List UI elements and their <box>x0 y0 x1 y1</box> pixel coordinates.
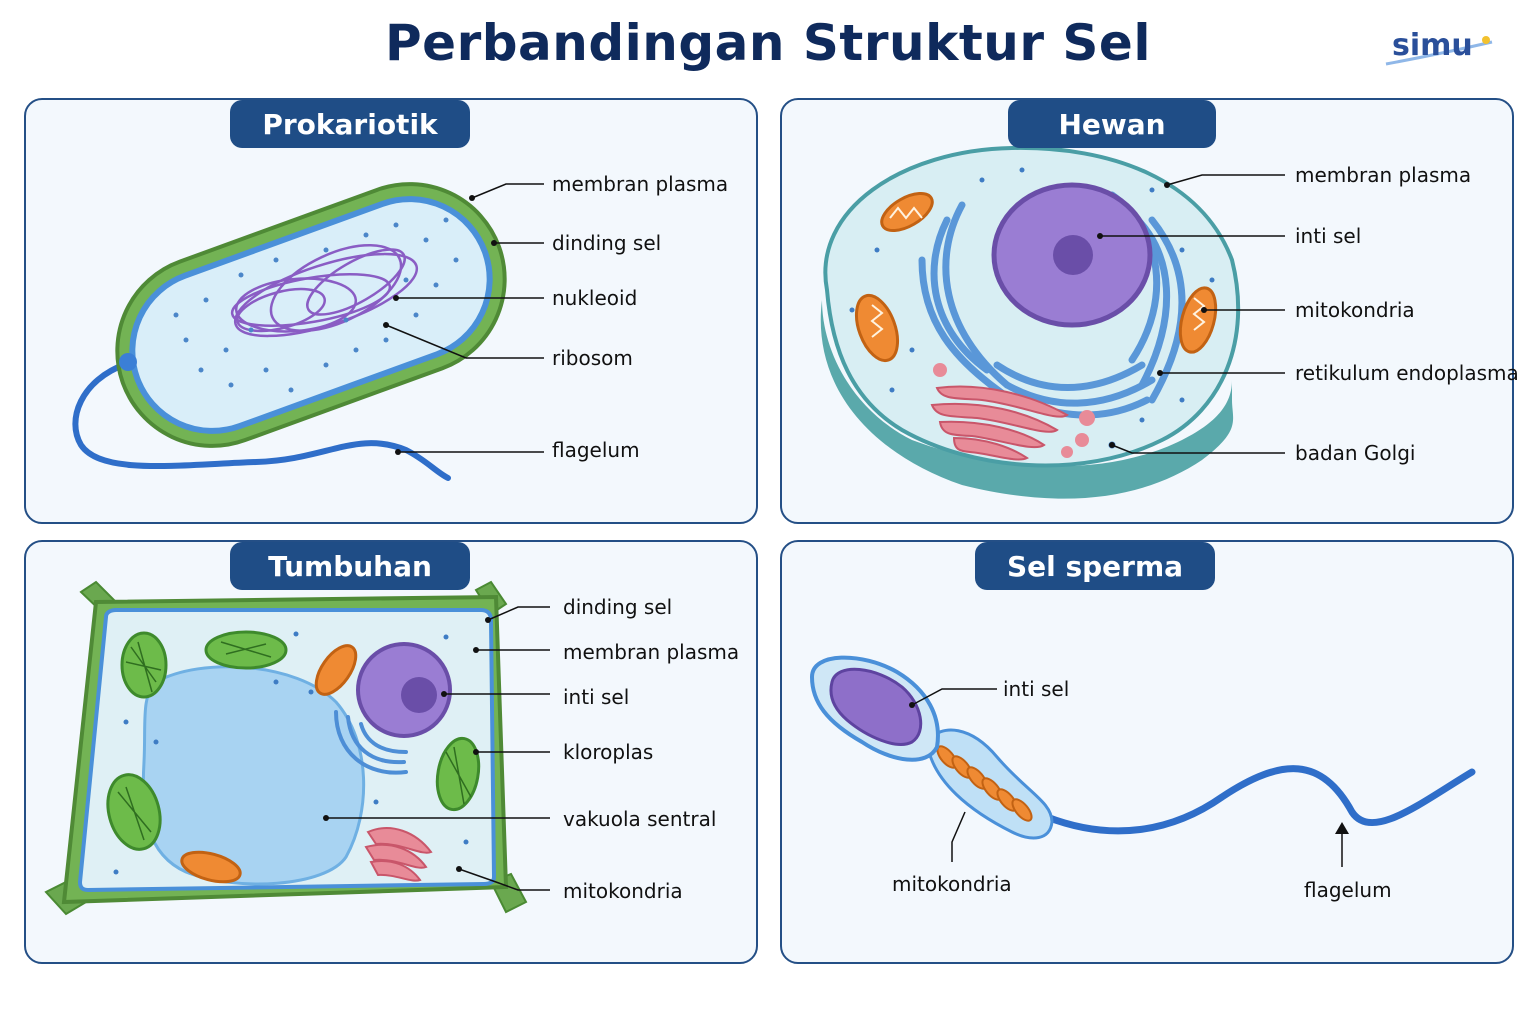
nucleoid-shape <box>230 244 419 338</box>
label-flagelum: flagelum <box>1304 878 1392 902</box>
tab-hewan: Hewan <box>1008 100 1216 148</box>
nucleus-shape <box>829 667 923 746</box>
tab-prokariotik: Prokariotik <box>230 100 470 148</box>
label-membran-plasma: membran plasma <box>1295 163 1472 187</box>
label-inti-sel: inti sel <box>1295 224 1362 248</box>
label-membran-plasma: membran plasma <box>552 172 729 196</box>
golgi-shape <box>930 385 1069 461</box>
page-title: Perbandingan Struktur Sel <box>385 14 1151 72</box>
label-inti-sel: inti sel <box>563 685 630 709</box>
prokaryote-illustration <box>72 182 544 481</box>
tab-tumbuhan: Tumbuhan <box>230 542 470 590</box>
label-vakuola-sentral: vakuola sentral <box>563 807 717 831</box>
animal-cell-illustration <box>820 145 1285 499</box>
label-mitokondria: mitokondria <box>563 879 683 903</box>
panel-tumbuhan: Tumbuhan dinding sel membran plasma inti… <box>24 540 758 964</box>
panel-prokariotik: Prokariotik membran plasma dinding sel n… <box>24 98 758 524</box>
panel-sperma: Sel sperma inti sel mitokondria flagelum <box>780 540 1514 964</box>
golgi-shape <box>364 827 433 882</box>
label-kloroplas: kloroplas <box>563 740 654 764</box>
membrane-shape <box>129 196 493 434</box>
plant-cell-illustration <box>44 580 550 916</box>
tab-sel-sperma: Sel sperma <box>975 542 1215 590</box>
ribosome-dots <box>173 217 459 393</box>
label-badan-golgi: badan Golgi <box>1295 441 1416 465</box>
vacuole-shape <box>141 665 366 886</box>
mitochondria-shapes <box>936 745 1033 822</box>
sperm-cell-illustration <box>809 655 1476 867</box>
label-ribosom: ribosom <box>552 346 633 370</box>
label-mitokondria: mitokondria <box>892 872 1012 896</box>
flagellum-shape <box>72 361 451 481</box>
label-membran-plasma: membran plasma <box>563 640 740 664</box>
logo-swoosh-icon <box>1385 36 1493 66</box>
logo-text: simu <box>1392 28 1473 63</box>
label-nukleoid: nukleoid <box>552 286 638 310</box>
nucleolus-shape <box>1053 235 1093 275</box>
mitochondria-shapes <box>180 644 358 884</box>
simu-logo: simu <box>1380 24 1500 74</box>
label-retikulum-endoplasma: retikulum endoplasma <box>1295 361 1519 385</box>
label-mitokondria: mitokondria <box>1295 298 1415 322</box>
label-inti-sel: inti sel <box>1003 677 1070 701</box>
panel-hewan: Hewan membran plasma inti sel mitokondri… <box>780 98 1519 524</box>
label-dinding-sel: dinding sel <box>563 595 673 619</box>
mitochondria-shapes <box>854 191 1218 363</box>
label-flagelum: flagelum <box>552 438 640 462</box>
flagellum-shape <box>1043 765 1476 835</box>
nucleolus-shape <box>401 677 437 713</box>
label-dinding-sel: dinding sel <box>552 231 662 255</box>
